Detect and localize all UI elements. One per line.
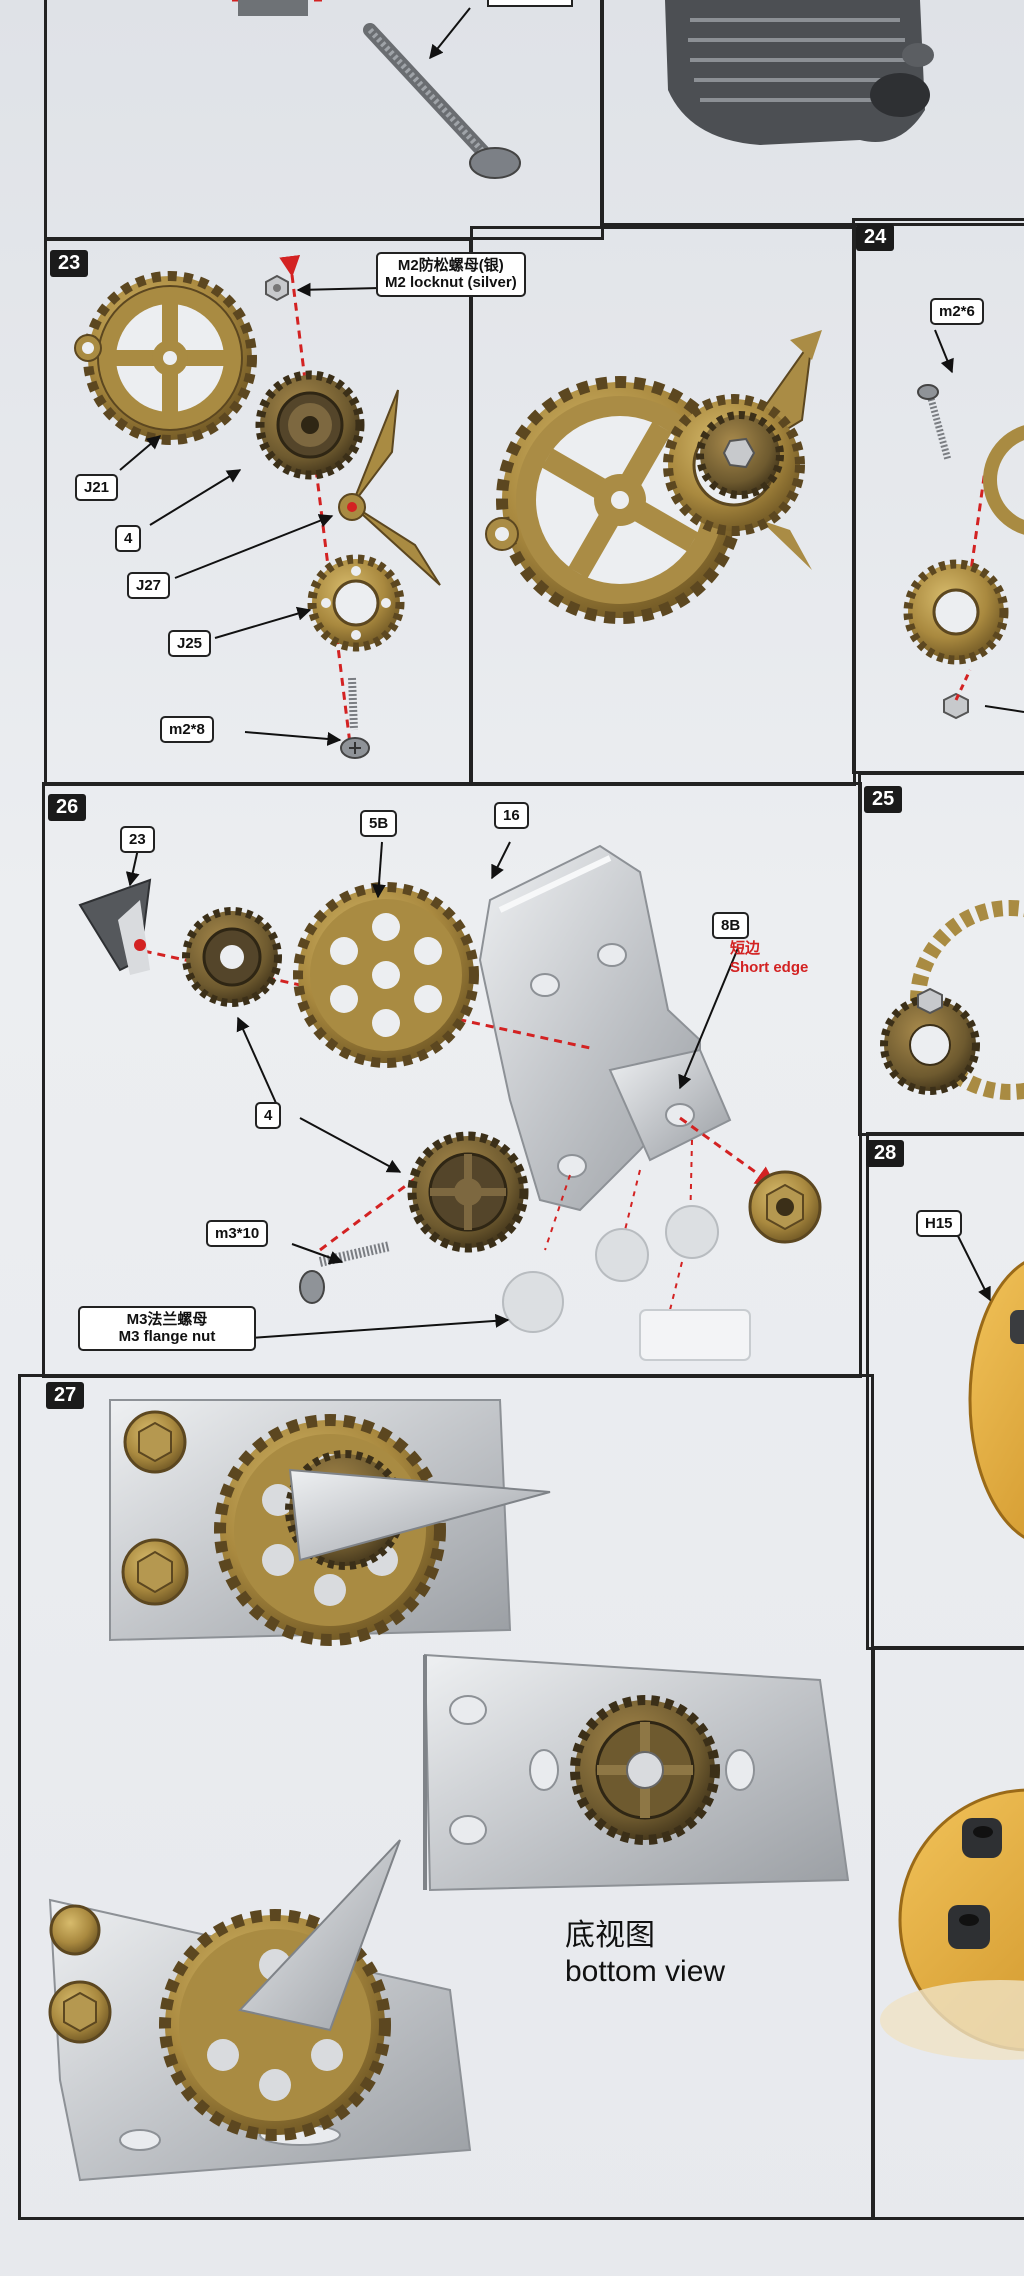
locknut-label-cn: M2防松螺母(银) [397, 257, 504, 274]
gear-j21 [74, 271, 257, 445]
arm-piece-23 [78, 878, 152, 975]
panel-bottom-right [872, 1646, 1024, 2220]
label-h15: H15 [916, 1210, 962, 1238]
step-25-partial [880, 900, 1024, 1100]
label-m2x6: m2*6 [930, 298, 984, 326]
label-5b: 5B [360, 810, 398, 838]
gear-5b [293, 882, 479, 1068]
gear-j25 [307, 554, 405, 652]
gear-4-top [182, 907, 282, 1007]
bottom-right-partial [880, 1788, 1024, 2060]
gear-4 [255, 370, 365, 480]
step-27-bottom-view [423, 1653, 850, 1892]
label-16: 16 [494, 802, 529, 830]
step-number-28: 28 [866, 1140, 905, 1167]
label-4-step26: 4 [255, 1102, 282, 1130]
bottom-view-caption: 底视图 bottom view [565, 1918, 725, 1990]
bracket-16 [478, 844, 732, 1212]
label-4-step23: 4 [115, 525, 142, 553]
short-edge-en: Short edge [730, 958, 809, 976]
screw-m3x10 [299, 1241, 392, 1304]
flange-nut-cn: M3法兰螺母 [126, 1311, 208, 1328]
top-left-screw [232, 0, 573, 179]
step-number-23: 23 [50, 250, 89, 277]
bottom-view-cn: 底视图 [565, 1919, 655, 1952]
label-23-step26: 23 [120, 826, 155, 854]
flange-nut [748, 1170, 822, 1244]
m2-locknut [265, 274, 289, 302]
label-m3-flange-nut: M3法兰螺母 M3 flange nut [78, 1306, 256, 1351]
step-number-27: 27 [46, 1382, 85, 1409]
label-m2x8: m2*8 [160, 716, 214, 744]
step-23-exploded [74, 254, 441, 761]
label-j21: J21 [75, 474, 119, 502]
step-27-view-top [109, 1399, 551, 1646]
locknut-label-en: M2 locknut (silver) [385, 274, 517, 292]
bottom-view-en: bottom view [565, 1955, 726, 1988]
step-23-assembled [485, 330, 822, 624]
label-m2-locknut: M2防松螺母(银) M2 locknut (silver) [376, 252, 526, 297]
label-m3x10: m3*10 [206, 1220, 269, 1248]
flange-nut-en: M3 flange nut [118, 1328, 216, 1346]
step-number-24: 24 [856, 224, 895, 251]
label-j25: J25 [168, 630, 212, 658]
gear-4-bottom [407, 1131, 529, 1253]
step-number-26: 26 [48, 794, 87, 821]
step-number-25: 25 [864, 786, 903, 813]
short-edge-cn: 短边 [730, 940, 761, 957]
step-28-partial [957, 1235, 1024, 1539]
screw-m2x8 [340, 677, 370, 759]
label-8b: 8B [712, 912, 750, 940]
step-24-partial [903, 329, 1024, 720]
label-short-edge: 短边 Short edge [730, 940, 808, 978]
panel-top-right [600, 0, 1024, 226]
label-j27: J27 [127, 572, 171, 600]
step-27-view-side [48, 1839, 472, 2182]
step-26-exploded [78, 839, 822, 1361]
top-right-motor [665, 0, 934, 145]
hand-j27 [338, 389, 441, 586]
